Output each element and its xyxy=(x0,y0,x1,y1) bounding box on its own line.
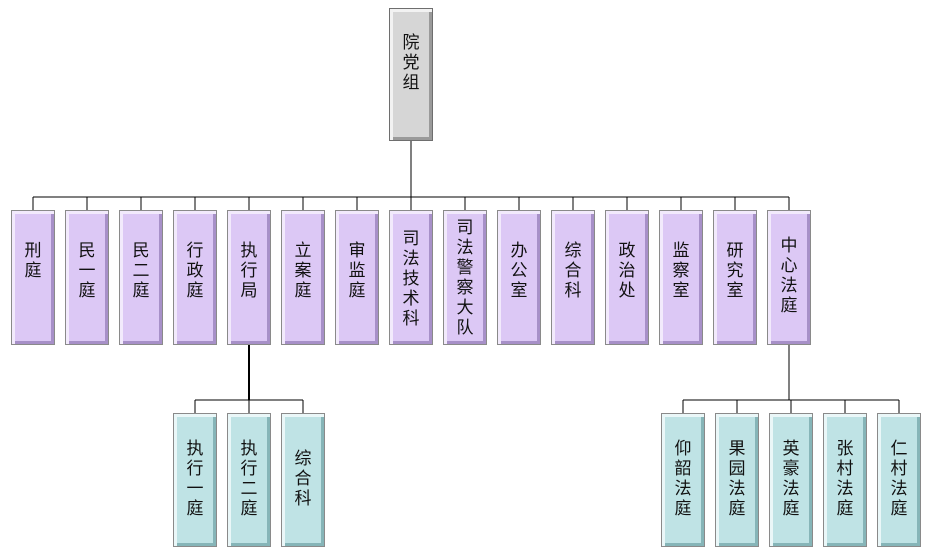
dept-label: 行政庭 xyxy=(186,241,204,301)
dept-label: 民一庭 xyxy=(78,241,96,301)
dept-zhongxinfating: 中心法庭 xyxy=(767,210,811,345)
unit-label: 张村法庭 xyxy=(836,439,854,519)
dept-zongheke: 综合科 xyxy=(551,210,595,345)
unit-zongheke: 综合科 xyxy=(281,413,325,547)
dept-label: 司法警察大队 xyxy=(456,218,474,338)
dept-zhengzhichu: 政治处 xyxy=(605,210,649,345)
dept-shenjianting: 审监庭 xyxy=(335,210,379,345)
dept-lianting: 立案庭 xyxy=(281,210,325,345)
unit-rencunfating: 仁村法庭 xyxy=(877,413,921,547)
dept-bangongshi: 办公室 xyxy=(497,210,541,345)
dept-jianchashi: 监察室 xyxy=(659,210,703,345)
unit-label: 果园法庭 xyxy=(728,439,746,519)
dept-minyiting: 民一庭 xyxy=(65,210,109,345)
dept-label: 办公室 xyxy=(510,241,528,301)
dept-label: 研究室 xyxy=(726,241,744,301)
root-node: 院党组 xyxy=(389,8,433,141)
unit-label: 仁村法庭 xyxy=(890,439,908,519)
dept-label: 立案庭 xyxy=(294,241,312,301)
dept-xingting: 刑 庭 xyxy=(11,210,55,345)
dept-minerting: 民二庭 xyxy=(119,210,163,345)
unit-label: 英豪法庭 xyxy=(782,439,800,519)
dept-yanjiushi: 研究室 xyxy=(713,210,757,345)
unit-label: 执行一庭 xyxy=(186,439,204,519)
unit-zhixingerting: 执行二庭 xyxy=(227,413,271,547)
unit-yangshaofating: 仰韶法庭 xyxy=(661,413,705,547)
unit-zhangcunfating: 张村法庭 xyxy=(823,413,867,547)
dept-label: 综合科 xyxy=(564,241,582,301)
dept-label: 中心法庭 xyxy=(780,236,798,316)
unit-label: 仰韶法庭 xyxy=(674,439,692,519)
dept-xingzhengting: 行政庭 xyxy=(173,210,217,345)
dept-label: 刑 庭 xyxy=(24,241,42,281)
dept-label: 监察室 xyxy=(672,241,690,301)
dept-label: 执行局 xyxy=(240,241,258,301)
dept-label: 司法技术科 xyxy=(402,229,420,329)
unit-zhixingyiting: 执行一庭 xyxy=(173,413,217,547)
dept-label: 审监庭 xyxy=(348,241,366,301)
dept-zhixingju: 执行局 xyxy=(227,210,271,345)
unit-yinghaofating: 英豪法庭 xyxy=(769,413,813,547)
unit-label: 执行二庭 xyxy=(240,439,258,519)
unit-guoyuanfating: 果园法庭 xyxy=(715,413,759,547)
dept-sifajingchadadui: 司法警察大队 xyxy=(443,210,487,345)
dept-sifajishuke: 司法技术科 xyxy=(389,210,433,345)
unit-label: 综合科 xyxy=(294,449,312,509)
dept-label: 民二庭 xyxy=(132,241,150,301)
root-node-label: 院党组 xyxy=(402,33,420,93)
dept-label: 政治处 xyxy=(618,241,636,301)
